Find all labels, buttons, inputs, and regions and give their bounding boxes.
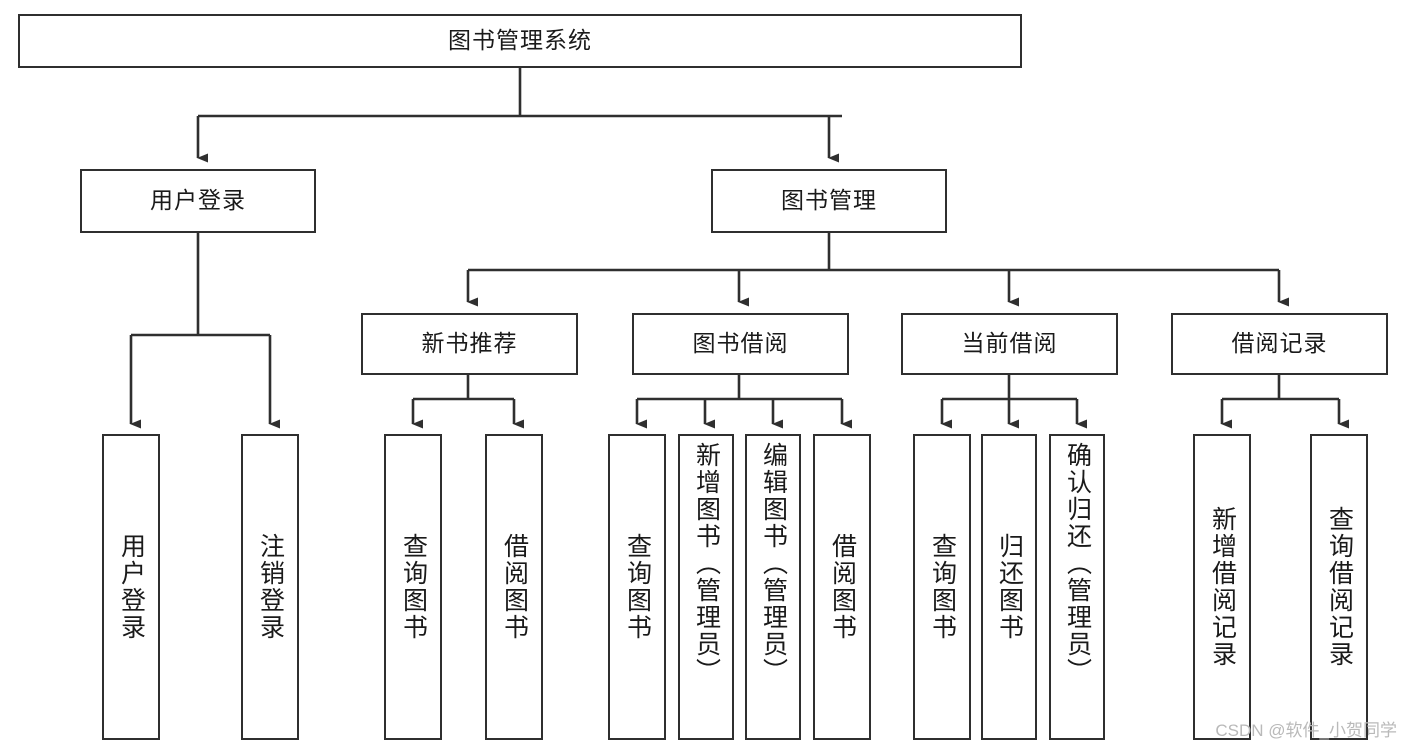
node-root[interactable]: 图书管理系统 bbox=[18, 14, 1022, 68]
leaf-label: 借阅图书 bbox=[500, 533, 529, 641]
leaf-label: 用户登录 bbox=[117, 533, 146, 641]
node-new-book-recommend-label: 新书推荐 bbox=[421, 330, 518, 357]
leaf-label: 查询图书 bbox=[623, 533, 652, 641]
leaf-current-borrow-2[interactable]: 归还图书 bbox=[981, 434, 1037, 740]
leaf-label: 借阅图书 bbox=[828, 533, 857, 641]
leaf-book-borrow-1[interactable]: 查询图书 bbox=[608, 434, 666, 740]
node-book-borrow-label: 图书借阅 bbox=[692, 330, 789, 357]
leaf-borrow-record-1[interactable]: 新增借阅记录 bbox=[1193, 434, 1251, 740]
leaf-book-borrow-4[interactable]: 借阅图书 bbox=[813, 434, 871, 740]
node-current-borrow[interactable]: 当前借阅 bbox=[901, 313, 1118, 375]
node-borrow-record-label: 借阅记录 bbox=[1231, 330, 1328, 357]
leaf-label: 查询图书 bbox=[399, 533, 428, 641]
node-user-login[interactable]: 用户登录 bbox=[80, 169, 316, 233]
node-root-label: 图书管理系统 bbox=[448, 27, 592, 54]
node-borrow-record[interactable]: 借阅记录 bbox=[1171, 313, 1388, 375]
leaf-label: 查询图书 bbox=[928, 533, 957, 641]
leaf-new-book-1[interactable]: 查询图书 bbox=[384, 434, 442, 740]
leaf-label: 新增借阅记录 bbox=[1208, 506, 1237, 668]
leaf-current-borrow-1[interactable]: 查询图书 bbox=[913, 434, 971, 740]
leaf-label: 确认归还（管理员） bbox=[1063, 442, 1092, 685]
node-user-login-label: 用户登录 bbox=[150, 187, 246, 214]
leaf-label: 新增图书（管理员） bbox=[692, 442, 721, 685]
leaf-label: 查询借阅记录 bbox=[1325, 506, 1354, 668]
leaf-new-book-2[interactable]: 借阅图书 bbox=[485, 434, 543, 740]
leaf-user-login-1[interactable]: 用户登录 bbox=[102, 434, 160, 740]
leaf-label: 注销登录 bbox=[256, 533, 285, 641]
node-book-borrow[interactable]: 图书借阅 bbox=[632, 313, 849, 375]
leaf-user-login-2[interactable]: 注销登录 bbox=[241, 434, 299, 740]
leaf-book-borrow-3[interactable]: 编辑图书（管理员） bbox=[745, 434, 801, 740]
node-current-borrow-label: 当前借阅 bbox=[961, 330, 1058, 357]
leaf-borrow-record-2[interactable]: 查询借阅记录 bbox=[1310, 434, 1368, 740]
leaf-current-borrow-3[interactable]: 确认归还（管理员） bbox=[1049, 434, 1105, 740]
leaf-book-borrow-2[interactable]: 新增图书（管理员） bbox=[678, 434, 734, 740]
node-new-book-recommend[interactable]: 新书推荐 bbox=[361, 313, 578, 375]
leaf-label: 归还图书 bbox=[995, 533, 1024, 641]
csdn-watermark: CSDN @软件_小贺同学 bbox=[1215, 721, 1397, 740]
node-book-manage-label: 图书管理 bbox=[781, 187, 877, 214]
leaf-label: 编辑图书（管理员） bbox=[759, 442, 788, 685]
node-book-manage[interactable]: 图书管理 bbox=[711, 169, 947, 233]
